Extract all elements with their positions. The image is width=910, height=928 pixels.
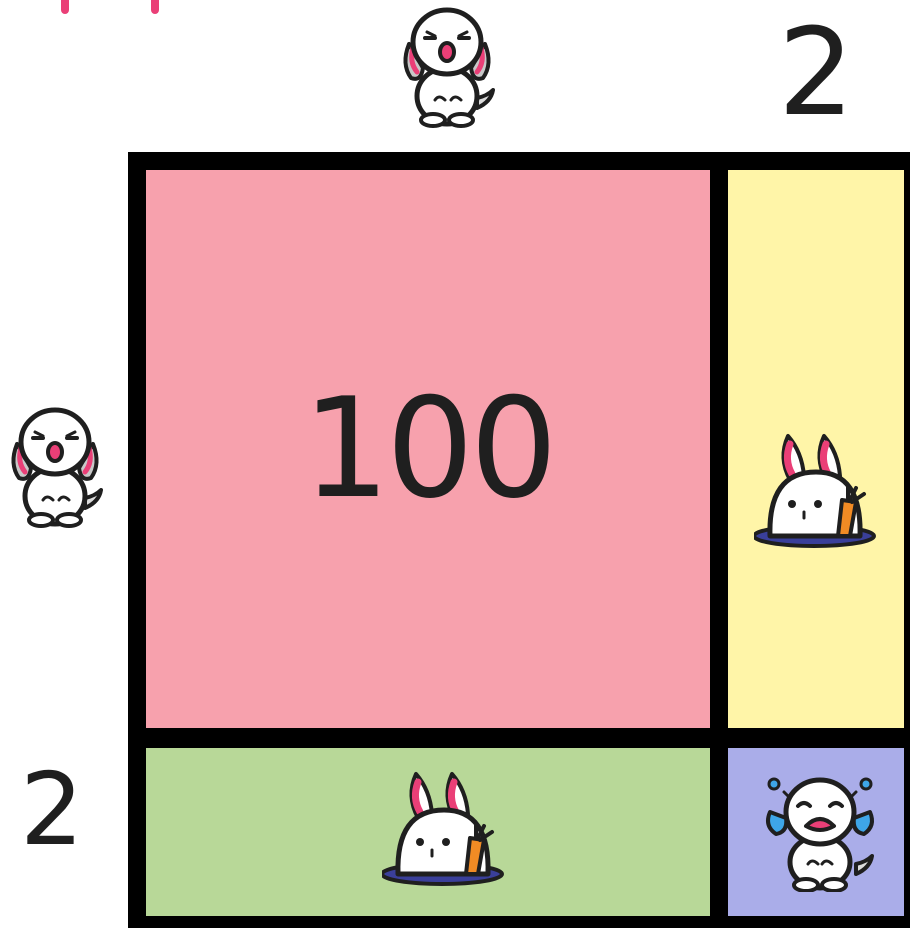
crying-bunny-icon [758,768,882,892]
big-square-value: 100 [146,170,710,728]
standing-bunny-icon [398,4,500,128]
bunny-in-hole-with-carrot-icon [382,770,506,892]
big-square: 100 [146,170,710,728]
bottom-strip [146,748,710,916]
bottom-left-number: 2 [20,760,84,860]
top-right-number: 2 [778,14,854,134]
area-grid: 100 [128,152,910,928]
corner-square [728,748,904,916]
right-strip [728,170,904,728]
pink-tally-marks [55,0,175,20]
standing-bunny-icon [6,404,108,528]
bunny-in-hole-with-carrot-icon [754,432,878,554]
